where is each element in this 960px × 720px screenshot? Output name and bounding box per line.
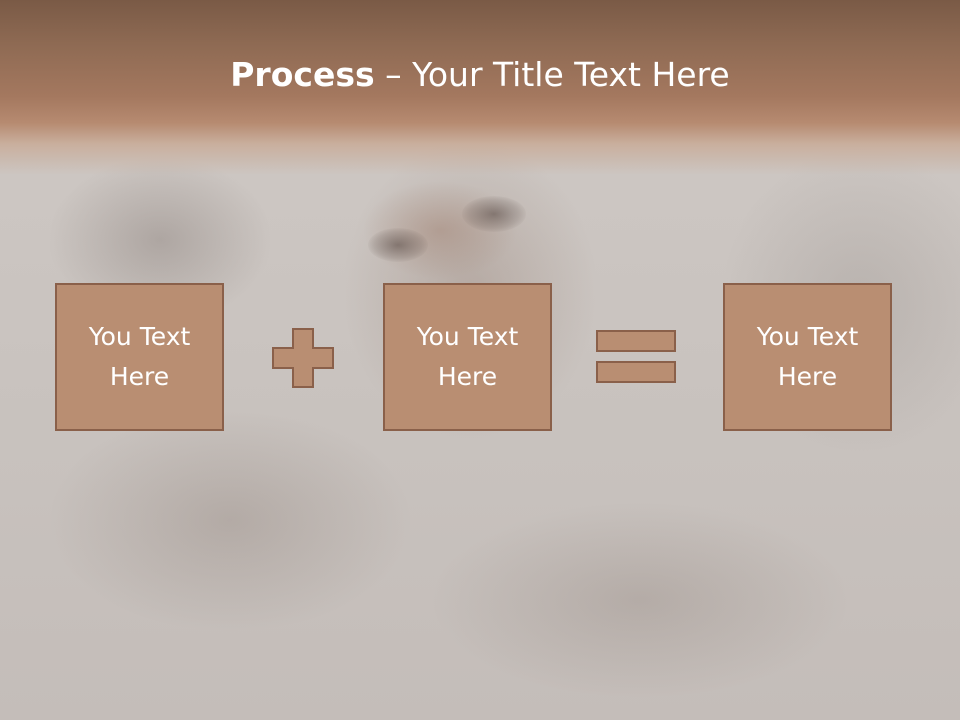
plus-icon bbox=[272, 328, 334, 388]
process-box-1-line-2: Here bbox=[109, 362, 170, 391]
process-box-3-line-2: Here bbox=[777, 362, 838, 391]
process-box-3-text: You Text Here bbox=[738, 317, 878, 397]
equals-icon bbox=[596, 330, 676, 384]
slide-title-rest: – Your Title Text Here bbox=[374, 55, 730, 94]
process-box-1-text: You Text Here bbox=[70, 317, 210, 397]
header-band bbox=[0, 0, 960, 175]
process-box-3[interactable]: You Text Here bbox=[723, 283, 892, 431]
process-box-2[interactable]: You Text Here bbox=[383, 283, 552, 431]
background-eye-left bbox=[368, 228, 428, 262]
slide-title-bold: Process bbox=[230, 55, 375, 94]
slide-title: Process – Your Title Text Here bbox=[0, 52, 960, 98]
process-box-3-line-1: You Text bbox=[756, 322, 859, 351]
process-box-1[interactable]: You Text Here bbox=[55, 283, 224, 431]
equals-bar-bottom bbox=[596, 361, 676, 383]
process-box-2-text: You Text Here bbox=[398, 317, 538, 397]
equals-bar-top bbox=[596, 330, 676, 352]
background-eye-right bbox=[462, 196, 526, 232]
process-box-2-line-2: Here bbox=[437, 362, 498, 391]
process-box-1-line-1: You Text bbox=[88, 322, 191, 351]
process-box-2-line-1: You Text bbox=[416, 322, 519, 351]
